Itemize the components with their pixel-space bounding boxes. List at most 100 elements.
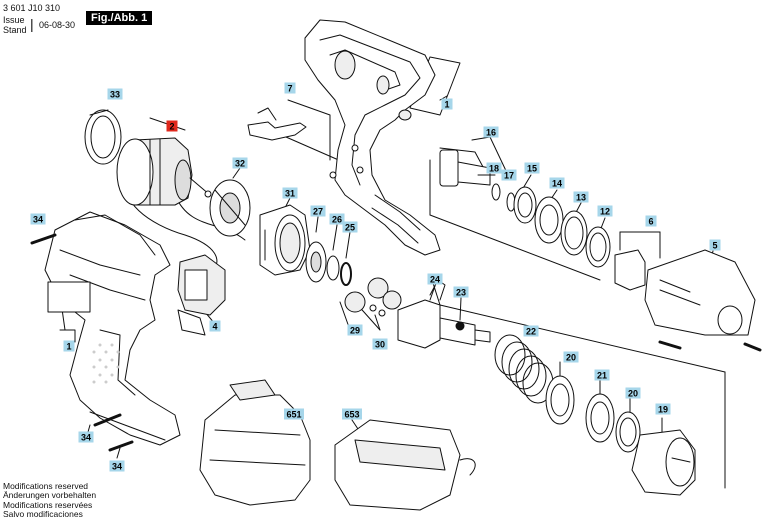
callout-7: 7 (284, 82, 296, 94)
callout-label: 1 (66, 342, 71, 352)
callout-label: 2 (169, 122, 174, 132)
stand-label: Stand (3, 25, 27, 35)
callout-box (284, 82, 296, 94)
switch-clip (247, 107, 307, 141)
callout-label: 26 (332, 215, 342, 225)
callout-label: 31 (285, 189, 295, 199)
callout-label: 25 (345, 223, 355, 233)
callout-label: 33 (110, 90, 120, 100)
callout-label: 24 (430, 275, 440, 285)
callout-box (625, 387, 641, 399)
callout-box (109, 460, 125, 472)
callout-label: 13 (576, 193, 586, 203)
issue-date: 06-08-30 (39, 20, 76, 30)
grip-texture (92, 343, 120, 384)
callout-box (549, 177, 565, 189)
callout-12: 12 (597, 205, 613, 217)
callout-box (523, 325, 539, 337)
callout-33: 33 (107, 88, 123, 100)
callout-32: 32 (232, 157, 248, 169)
callout-label: 1 (444, 100, 449, 110)
thrust-washers (545, 375, 641, 453)
callout-label: 15 (527, 164, 537, 174)
ring-gear (259, 204, 311, 276)
callout-label: 20 (628, 389, 638, 399)
switch-module (177, 254, 226, 336)
callout-27: 27 (310, 205, 326, 217)
callout-label: 653 (344, 410, 359, 420)
callout-label: 4 (212, 322, 217, 332)
motor (116, 137, 212, 206)
callout-24: 24 (427, 273, 443, 285)
issue-label: Issue (3, 15, 25, 25)
callout-label: 20 (566, 353, 576, 363)
housing-half-upper (304, 19, 441, 256)
callout-box (30, 213, 46, 225)
callout-34: 34 (30, 213, 46, 225)
callout-box (329, 213, 345, 225)
callout-14: 14 (549, 177, 565, 189)
callout-651: 651 (284, 408, 304, 420)
callout-26: 26 (329, 213, 345, 225)
callout-6: 6 (645, 215, 657, 227)
callout-2: 2 (166, 120, 178, 132)
callout-23: 23 (453, 286, 469, 298)
callout-box (573, 191, 589, 203)
callout-label: 5 (712, 241, 717, 251)
callout-label: 27 (313, 207, 323, 217)
callout-box (441, 98, 453, 110)
small-rings (491, 183, 516, 212)
callout-box (597, 205, 613, 217)
anvil (439, 149, 496, 187)
callout-25: 25 (342, 221, 358, 233)
callout-label: 18 (489, 164, 499, 174)
callout-box (284, 408, 304, 420)
callout-box (709, 239, 721, 251)
callout-box (209, 320, 221, 332)
hammer-case (614, 249, 756, 336)
callout-box (563, 351, 579, 363)
callout-label: 7 (287, 84, 292, 94)
callout-label: 30 (375, 340, 385, 350)
callout-label: 12 (600, 207, 610, 217)
callout-30: 30 (372, 338, 388, 350)
callout-label: 19 (658, 405, 668, 415)
callout-box (107, 88, 123, 100)
callout-1: 1 (63, 340, 75, 352)
callout-31: 31 (282, 187, 298, 199)
housing-half-lower (44, 211, 181, 446)
callout-box (166, 120, 178, 132)
callout-box (594, 369, 610, 381)
issue-bracket: | (30, 16, 34, 32)
callout-label: 651 (286, 410, 301, 420)
callout-5: 5 (709, 239, 721, 251)
callout-box (282, 187, 298, 199)
washer-stack (513, 186, 611, 268)
callout-box (310, 205, 326, 217)
callout-box (347, 324, 363, 336)
callout-box (342, 221, 358, 233)
planet-gears (344, 277, 402, 317)
callout-label: 34 (112, 462, 122, 472)
bearing-washers (305, 241, 352, 286)
callout-box (63, 340, 75, 352)
hammer (631, 429, 696, 496)
callout-20: 20 (563, 351, 579, 363)
callout-box (486, 162, 502, 174)
callout-box (483, 126, 499, 138)
callout-label: 21 (597, 371, 607, 381)
callout-29: 29 (347, 324, 363, 336)
callout-label: 6 (648, 217, 653, 227)
spindle (397, 279, 491, 349)
callout-label: 32 (235, 159, 245, 169)
part-number: 3 601 J10 310 (3, 3, 61, 13)
callout-17: 17 (501, 169, 517, 181)
callout-box (372, 338, 388, 350)
callout-box (655, 403, 671, 415)
callout-label: 34 (81, 433, 91, 443)
ball (455, 321, 465, 331)
callout-label: 14 (552, 179, 562, 189)
end-cap-ring (84, 109, 122, 165)
